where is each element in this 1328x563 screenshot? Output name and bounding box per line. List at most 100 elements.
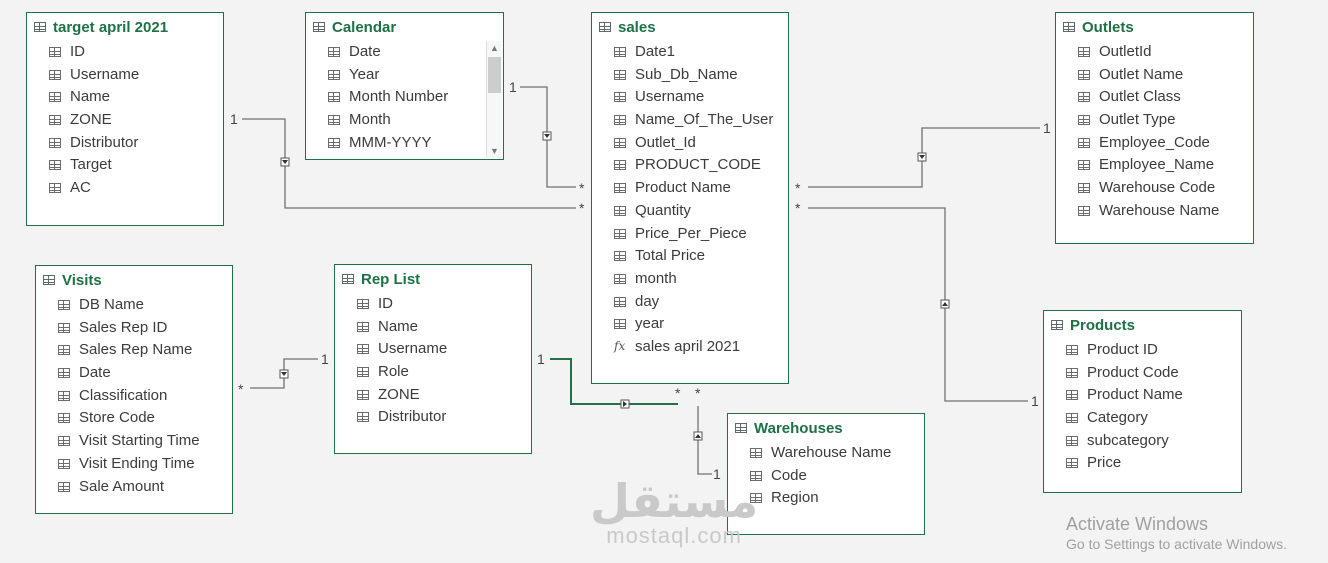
field-row[interactable]: Month Number (306, 86, 503, 109)
table-sales[interactable]: sales Date1 Sub_Db_Name Username Name_Of… (591, 12, 789, 384)
field-name: Code (771, 466, 807, 484)
field-name: Distributor (70, 133, 139, 151)
column-icon (614, 183, 626, 194)
field-row[interactable]: Quantity (592, 200, 788, 223)
field-name: Name (70, 88, 111, 106)
column-icon (58, 368, 70, 379)
table-warehouses[interactable]: Warehouses Warehouse Name Code Region (727, 413, 925, 535)
table-header[interactable]: Products (1044, 311, 1241, 339)
column-icon (614, 296, 626, 307)
card-many: * (695, 385, 701, 401)
field-row[interactable]: Role (335, 361, 531, 384)
field-row[interactable]: Region (728, 487, 924, 510)
field-row[interactable]: Sales Rep ID (36, 317, 232, 340)
table-target-april-2021[interactable]: target april 2021 ID Username Name ZONE … (26, 12, 224, 226)
column-icon (328, 47, 340, 57)
field-row[interactable]: ZONE (335, 384, 531, 407)
watermark-latin: mostaql.com (606, 523, 742, 548)
table-header[interactable]: target april 2021 (27, 13, 223, 41)
field-row[interactable]: Total Price (592, 245, 788, 268)
field-name: MMM-YYYY (349, 133, 432, 151)
column-icon (58, 481, 70, 492)
field-row[interactable]: Year (306, 64, 503, 87)
field-row[interactable]: ZONE (27, 109, 223, 132)
field-name: Product Name (635, 179, 731, 197)
field-row[interactable]: Category (1044, 407, 1241, 430)
field-row[interactable]: DB Name (36, 294, 232, 317)
table-header[interactable]: sales (592, 13, 788, 41)
field-name: Store Code (79, 409, 155, 427)
field-name: day (635, 292, 660, 310)
field-name: Product ID (1087, 341, 1158, 358)
field-row[interactable]: Product ID (1044, 339, 1241, 362)
field-row[interactable]: Name_Of_The_User (592, 109, 788, 132)
table-products[interactable]: Products Product ID Product Code Product… (1043, 310, 1242, 493)
field-row[interactable]: Username (27, 64, 223, 87)
field-row[interactable]: Outlet Class (1056, 86, 1253, 109)
field-row[interactable]: Distributor (335, 406, 531, 429)
table-header[interactable]: Warehouses (728, 414, 924, 442)
field-row[interactable]: Product Name (592, 177, 788, 200)
field-row[interactable]: Name (335, 316, 531, 339)
table-title: Warehouses (754, 420, 843, 437)
scroll-down-icon[interactable]: ▼ (490, 146, 499, 156)
field-row[interactable]: Price_Per_Piece (592, 223, 788, 246)
field-row[interactable]: Visit Ending Time (36, 453, 232, 476)
field-row[interactable]: OutletId (1056, 41, 1253, 64)
table-header[interactable]: Visits (36, 266, 232, 294)
scrollbar-thumb[interactable] (488, 57, 501, 93)
field-row[interactable]: month (592, 268, 788, 291)
card-one: 1 (321, 351, 329, 367)
field-row[interactable]: Employee_Code (1056, 132, 1253, 155)
field-name: Employee_Name (1099, 156, 1215, 174)
field-row[interactable]: day (592, 291, 788, 314)
field-row[interactable]: Price (1044, 452, 1241, 475)
field-row[interactable]: Sub_Db_Name (592, 64, 788, 87)
field-row[interactable]: Product Name (1044, 384, 1241, 407)
field-row[interactable]: ID (335, 293, 531, 316)
field-row[interactable]: Store Code (36, 407, 232, 430)
field-row[interactable]: Date (36, 362, 232, 385)
field-row[interactable]: Warehouse Name (1056, 200, 1253, 223)
field-name: Visit Starting Time (79, 432, 200, 450)
table-outlets[interactable]: Outlets OutletId Outlet Name Outlet Clas… (1055, 12, 1254, 244)
field-row[interactable]: Outlet Type (1056, 109, 1253, 132)
table-header[interactable]: Rep List (335, 265, 531, 293)
field-row[interactable]: Sale Amount (36, 476, 232, 499)
table-visits[interactable]: Visits DB Name Sales Rep ID Sales Rep Na… (35, 265, 233, 514)
field-row[interactable]: AC (27, 177, 223, 200)
field-row[interactable]: Code (728, 465, 924, 488)
field-row[interactable]: PRODUCT_CODE (592, 154, 788, 177)
activation-subtitle: Go to Settings to activate Windows. (1066, 536, 1287, 552)
field-row[interactable]: Username (335, 338, 531, 361)
field-row[interactable]: Outlet_Id (592, 132, 788, 155)
field-row[interactable]: Username (592, 86, 788, 109)
field-row[interactable]: Sales Rep Name (36, 339, 232, 362)
field-row[interactable]: Employee_Name (1056, 154, 1253, 177)
vertical-scrollbar[interactable]: ▲ ▼ (486, 41, 502, 158)
field-row[interactable]: ID (27, 41, 223, 64)
field-row[interactable]: Warehouse Code (1056, 177, 1253, 200)
field-row[interactable]: Name (27, 86, 223, 109)
field-row[interactable]: Warehouse Name (728, 442, 924, 465)
field-row[interactable]: Date1 (592, 41, 788, 64)
table-calendar[interactable]: Calendar Date Year Month Number Month MM… (305, 12, 504, 160)
field-row[interactable]: Distributor (27, 132, 223, 155)
field-name: Sales Rep ID (79, 318, 168, 336)
field-name: year (635, 315, 665, 333)
field-row[interactable]: subcategory (1044, 430, 1241, 453)
scroll-up-icon[interactable]: ▲ (490, 43, 499, 53)
field-row[interactable]: Date (306, 41, 503, 64)
table-header[interactable]: Outlets (1056, 13, 1253, 41)
field-row[interactable]: Classification (36, 385, 232, 408)
field-row[interactable]: Target (27, 154, 223, 177)
table-header[interactable]: Calendar (306, 13, 503, 41)
table-rep-list[interactable]: Rep List ID Name Username Role ZONE Dist… (334, 264, 532, 454)
field-row[interactable]: Month (306, 109, 503, 132)
field-row[interactable]: year (592, 313, 788, 336)
field-row[interactable]: Product Code (1044, 362, 1241, 385)
field-row[interactable]: MMM-YYYY (306, 132, 503, 155)
field-row[interactable]: Visit Starting Time (36, 430, 232, 453)
field-row[interactable]: Outlet Name (1056, 64, 1253, 87)
